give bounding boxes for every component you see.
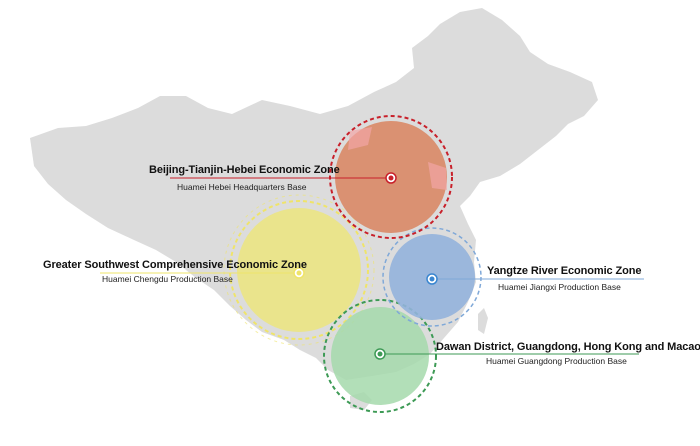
- base-label-southwest: Huamei Chengdu Production Base: [102, 274, 233, 284]
- target-icon: [374, 348, 386, 360]
- target-icon: [293, 267, 305, 279]
- base-label-yangtze: Huamei Jiangxi Production Base: [498, 282, 621, 292]
- zone-label-north: Beijing-Tianjin-Hebei Economic Zone: [149, 164, 340, 176]
- taiwan-island: [478, 308, 488, 334]
- zone-ring-yangtze: [382, 227, 482, 327]
- province-highlight: [428, 162, 447, 190]
- zone-label-southwest: Greater Southwest Comprehensive Economic…: [43, 259, 307, 271]
- base-label-north: Huamei Hebei Headquarters Base: [177, 182, 307, 192]
- zone-label-south: Dawan District, Guangdong, Hong Kong and…: [436, 341, 700, 353]
- zone-ring-southwest: [229, 200, 369, 340]
- zone-ring-north: [329, 115, 453, 239]
- zone-ring-south: [323, 299, 437, 413]
- zone-ring-southwest-outer: [223, 194, 375, 346]
- target-icon: [385, 172, 397, 184]
- base-label-south: Huamei Guangdong Production Base: [486, 356, 627, 366]
- zone-label-yangtze: Yangtze River Economic Zone: [487, 265, 642, 277]
- province-highlight: [348, 127, 372, 150]
- target-icon: [426, 273, 438, 285]
